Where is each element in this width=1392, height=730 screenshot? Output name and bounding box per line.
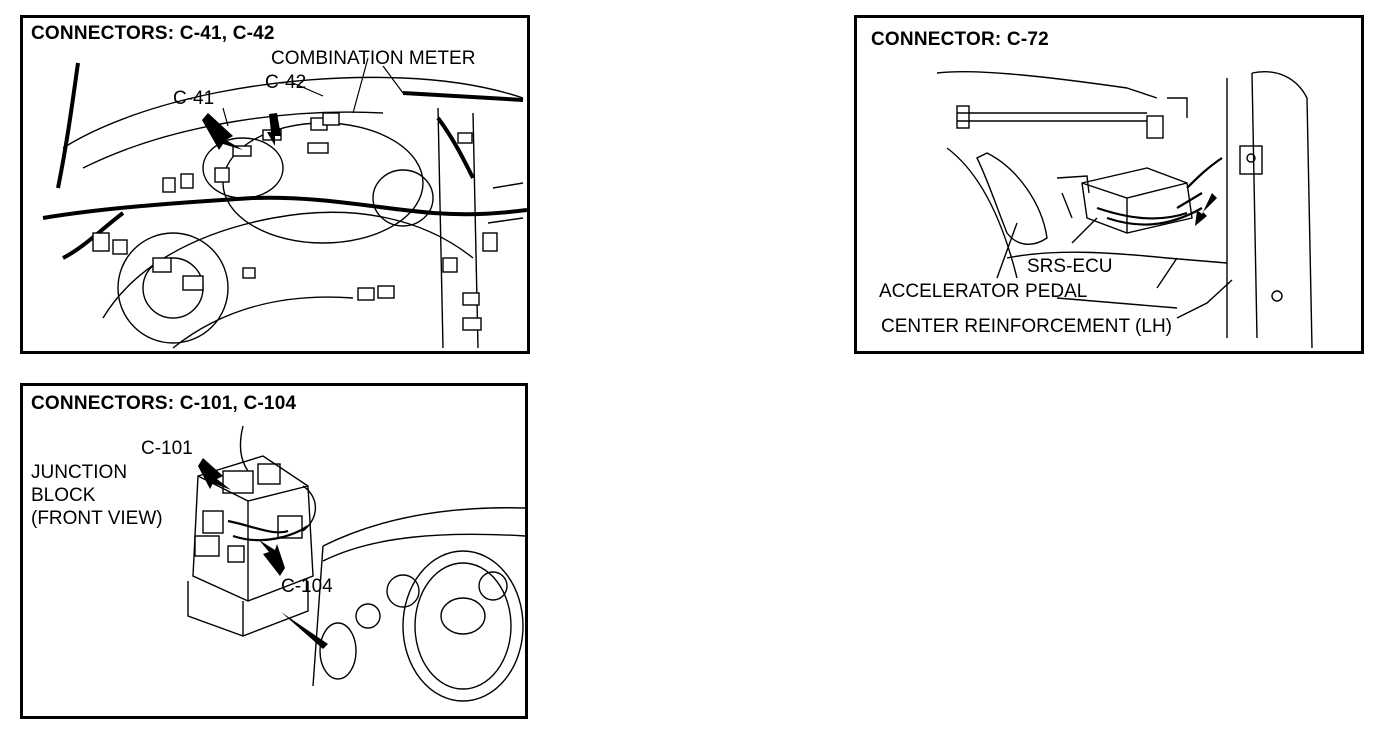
label-junction-block-line3: (FRONT VIEW) (31, 508, 163, 529)
panel-title: CONNECTORS: C-41, C-42 (31, 23, 275, 44)
label-accelerator-pedal: ACCELERATOR PEDAL (879, 281, 1088, 302)
label-junction-block-line1: JUNCTION (31, 462, 128, 483)
panel-title: CONNECTORS: C-101, C-104 (31, 393, 297, 414)
label-c101: C-101 (141, 438, 193, 459)
label-combination-meter: COMBINATION METER (271, 48, 476, 69)
c41-c42-illustration (42, 57, 527, 349)
c101-c104-illustration (187, 425, 525, 702)
panel-c72: CONNECTOR: C-72 SRS-ECU ACCELERATOR PEDA… (854, 15, 1364, 354)
label-c41: C-41 (173, 88, 215, 109)
label-srs-ecu: SRS-ECU (1027, 256, 1113, 277)
label-junction-block-line2: BLOCK (31, 485, 96, 506)
label-c104: C-104 (281, 576, 333, 597)
panel-title: CONNECTOR: C-72 (871, 29, 1049, 50)
panel-c41-c42: CONNECTORS: C-41, C-42 COMBINATION METER… (20, 15, 530, 354)
label-center-reinforcement: CENTER REINFORCEMENT (LH) (881, 316, 1172, 337)
panel-c101-c104: CONNECTORS: C-101, C-104 C-101 JUNCTION … (20, 383, 528, 719)
label-c42: C-42 (265, 72, 307, 93)
c72-illustration (936, 71, 1313, 349)
